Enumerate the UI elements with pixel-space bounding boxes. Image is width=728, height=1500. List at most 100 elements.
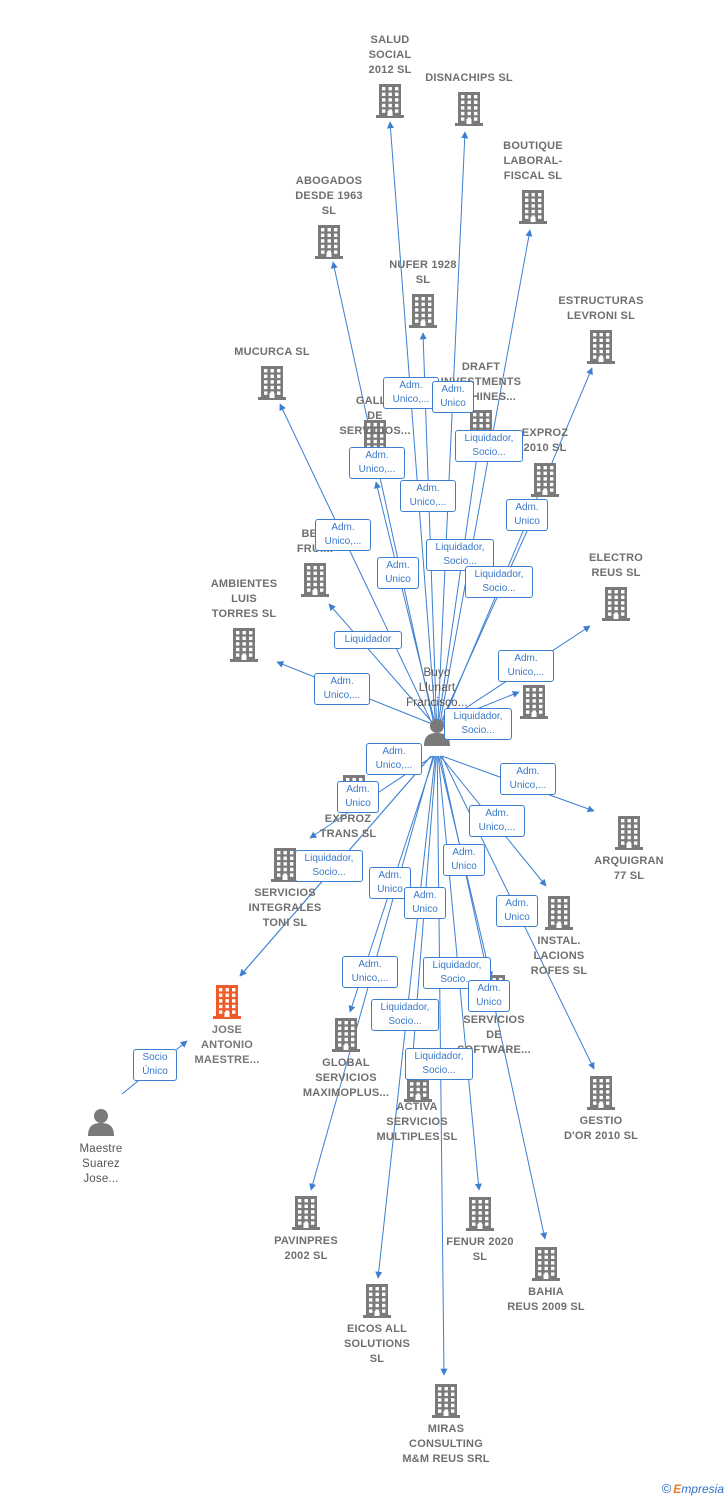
role-badge-b23[interactable]: Adm. Unico [496, 895, 538, 927]
node-label-mucurca[interactable]: MUCURCA SL [217, 345, 327, 360]
role-badge-b28[interactable]: Liquidador, Socio... [405, 1048, 473, 1080]
building-icon[interactable] [491, 1247, 601, 1281]
company-node-electro[interactable] [561, 587, 671, 621]
node-label-servint[interactable]: SERVICIOS INTEGRALES TONI SL [230, 886, 340, 931]
role-badge-b19[interactable]: Liquidador, Socio... [295, 850, 363, 882]
company-node-disna[interactable] [414, 92, 524, 126]
role-badge-b15[interactable]: Adm. Unico,... [366, 743, 422, 775]
role-badge-b18[interactable]: Adm. Unico,... [469, 805, 525, 837]
node-label-bahia[interactable]: BAHIA REUS 2009 SL [491, 1285, 601, 1315]
company-node-eicos[interactable] [322, 1284, 432, 1318]
company-node-jose[interactable] [172, 985, 282, 1019]
building-icon[interactable] [322, 1284, 432, 1318]
building-icon[interactable] [574, 816, 684, 850]
building-icon[interactable] [561, 587, 671, 621]
building-icon[interactable] [217, 366, 327, 400]
role-badge-b1[interactable]: Adm. Unico,... [383, 377, 439, 409]
node-label-abogados[interactable]: ABOGADOS DESDE 1963 SL [274, 174, 384, 219]
node-label-activa[interactable]: ACTIVA SERVICIOS MULTIPLES SL [362, 1100, 472, 1145]
empresia-footer[interactable]: ©Empresia [662, 1481, 724, 1496]
company-node-bahia[interactable] [491, 1247, 601, 1281]
company-node-global[interactable] [291, 1018, 401, 1052]
person-icon[interactable] [46, 1108, 156, 1136]
company-node-servint[interactable] [230, 848, 340, 882]
role-badge-b3[interactable]: Liquidador, Socio... [455, 430, 523, 462]
node-label-buyo[interactable]: Buyo Llunart Francisco... [382, 666, 492, 711]
role-badge-b10[interactable]: Liquidador, Socio... [465, 566, 533, 598]
node-label-gestio[interactable]: GESTIO D'OR 2010 SL [546, 1114, 656, 1144]
node-label-miras[interactable]: MIRAS CONSULTING M&M REUS SRL [391, 1422, 501, 1467]
role-badge-b7[interactable]: Adm. Unico,... [315, 519, 371, 551]
role-badge-b22[interactable]: Adm. Unico [404, 887, 446, 919]
company-node-miras[interactable] [391, 1384, 501, 1418]
role-badge-b11[interactable]: Liquidador [334, 631, 402, 649]
node-label-arquigran[interactable]: ARQUIGRAN 77 SL [574, 854, 684, 884]
company-node-boutique[interactable] [478, 190, 588, 224]
role-badge-b17[interactable]: Adm. Unico [337, 781, 379, 813]
node-label-nufer[interactable]: NUFER 1928 SL [368, 258, 478, 288]
company-node-beri[interactable] [260, 563, 370, 597]
building-icon[interactable] [274, 225, 384, 259]
company-node-arquigran[interactable] [574, 816, 684, 850]
building-icon[interactable] [291, 1018, 401, 1052]
building-icon[interactable] [230, 848, 340, 882]
company-node-gestio[interactable] [546, 1076, 656, 1110]
role-badge-b16[interactable]: Adm. Unico,... [500, 763, 556, 795]
node-label-ambientes[interactable]: AMBIENTES LUIS TORRES SL [189, 577, 299, 622]
role-badge-b12[interactable]: Adm. Unico,... [314, 673, 370, 705]
building-icon[interactable] [172, 985, 282, 1019]
role-badge-b27[interactable]: Liquidador, Socio... [371, 999, 439, 1031]
node-label-global[interactable]: GLOBAL SERVICIOS MAXIMOPLUS... [291, 1056, 401, 1101]
role-badge-b26[interactable]: Adm. Unico [468, 980, 510, 1012]
role-badge-b24[interactable]: Adm. Unico,... [342, 956, 398, 988]
building-icon[interactable] [335, 84, 445, 118]
node-label-fenur[interactable]: FENUR 2020 SL [425, 1235, 535, 1265]
company-node-abogados[interactable] [274, 225, 384, 259]
role-badge-b8[interactable]: Liquidador, Socio... [426, 539, 494, 571]
node-label-estructuras[interactable]: ESTRUCTURAS LEVRONI SL [546, 294, 656, 324]
node-label-eicos[interactable]: EICOS ALL SOLUTIONS SL [322, 1322, 432, 1367]
building-icon[interactable] [425, 1197, 535, 1231]
building-icon[interactable] [546, 1076, 656, 1110]
role-badge-b21[interactable]: Adm. Unico [369, 867, 411, 899]
company-node-ces[interactable] [479, 685, 589, 719]
node-label-salud[interactable]: SALUD SOCIAL 2012 SL [335, 33, 445, 78]
node-label-servsoft[interactable]: SERVICIOS DE SOFTWARE... [439, 1013, 549, 1058]
building-icon[interactable] [478, 190, 588, 224]
building-icon[interactable] [504, 896, 614, 930]
node-label-maestre[interactable]: Maestre Suarez Jose... [46, 1142, 156, 1187]
building-icon[interactable] [391, 1384, 501, 1418]
company-node-nufer[interactable] [368, 294, 478, 328]
company-node-pavinpres[interactable] [251, 1196, 361, 1230]
node-label-instal[interactable]: INSTAL. LACIONS ROFES SL [504, 934, 614, 979]
building-icon[interactable] [479, 685, 589, 719]
building-icon[interactable] [368, 294, 478, 328]
building-icon[interactable] [546, 330, 656, 364]
company-node-exproz2010[interactable] [490, 463, 600, 497]
node-label-pavinpres[interactable]: PAVINPRES 2002 SL [251, 1234, 361, 1264]
building-icon[interactable] [189, 628, 299, 662]
role-badge-b20[interactable]: Adm. Unico [443, 844, 485, 876]
company-node-fenur[interactable] [425, 1197, 535, 1231]
building-icon[interactable] [251, 1196, 361, 1230]
node-label-exproz2010[interactable]: EXPROZ 2010 SL [490, 426, 600, 456]
node-label-electro[interactable]: ELECTRO REUS SL [561, 551, 671, 581]
node-label-boutique[interactable]: BOUTIQUE LABORAL- FISCAL SL [478, 139, 588, 184]
node-label-disna[interactable]: DISNACHIPS SL [414, 71, 524, 86]
company-node-mucurca[interactable] [217, 366, 327, 400]
person-icon[interactable] [382, 718, 492, 746]
building-icon[interactable] [490, 463, 600, 497]
company-node-estructuras[interactable] [546, 330, 656, 364]
role-badge-b13[interactable]: Adm. Unico,... [498, 650, 554, 682]
building-icon[interactable] [260, 563, 370, 597]
building-icon[interactable] [414, 92, 524, 126]
node-label-jose[interactable]: JOSE ANTONIO MAESTRE... [172, 1023, 282, 1068]
company-node-instal[interactable] [504, 896, 614, 930]
company-node-ambientes[interactable] [189, 628, 299, 662]
person-node-maestre[interactable] [46, 1108, 156, 1136]
role-badge-b14[interactable]: Liquidador, Socio... [444, 708, 512, 740]
role-badge-b9[interactable]: Adm. Unico [377, 557, 419, 589]
role-badge-b4[interactable]: Adm. Unico,... [349, 447, 405, 479]
role-badge-b2[interactable]: Adm. Unico [432, 381, 474, 413]
person-node-buyo[interactable] [382, 718, 492, 746]
